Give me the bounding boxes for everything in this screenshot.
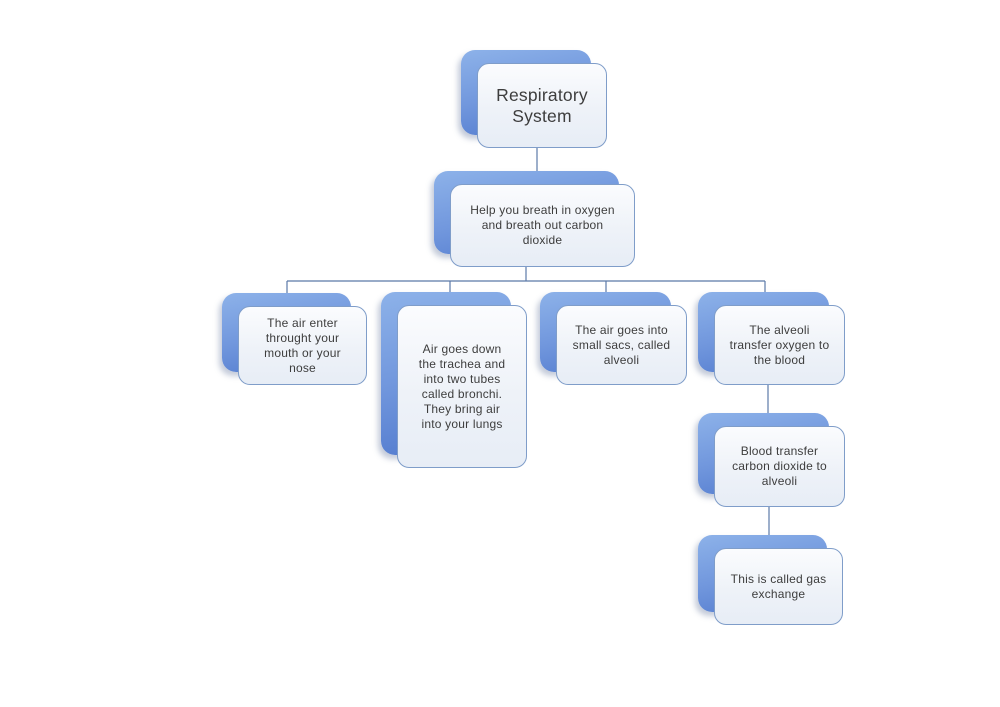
node-label: Blood transfer carbon dioxide to alveoli [732,444,827,488]
node-air-into-alveoli: The air goes into small sacs, called alv… [540,292,687,385]
node-label: The alveoli transfer oxygen to the blood [729,322,830,367]
node-label: Air goes down the trachea and into two t… [418,341,506,431]
node-card: The air enter throught your mouth or you… [238,306,367,385]
node-label: Help you breath in oxygen and breath out… [470,203,615,247]
node-respiratory-system: Respiratory System [461,50,607,148]
node-gas-exchange: This is called gas exchange [698,535,843,625]
node-label: This is called gas exchange [730,571,827,601]
node-card: Respiratory System [477,63,607,148]
node-label: The air enter throught your mouth or you… [264,315,341,375]
node-blood-transfer-co2: Blood transfer carbon dioxide to alveoli [698,413,845,507]
node-card: This is called gas exchange [714,548,843,625]
node-card: The air goes into small sacs, called alv… [556,305,687,385]
node-label: Respiratory System [496,84,588,126]
node-card: Help you breath in oxygen and breath out… [450,184,635,267]
node-air-enters-mouth-nose: The air enter throught your mouth or you… [222,293,367,385]
node-card: The alveoli transfer oxygen to the blood [714,305,845,385]
node-label: The air goes into small sacs, called alv… [572,322,671,367]
node-alveoli-transfer-oxygen: The alveoli transfer oxygen to the blood [698,292,845,385]
node-function: Help you breath in oxygen and breath out… [434,171,635,267]
node-trachea-bronchi: Air goes down the trachea and into two t… [381,292,527,468]
node-card: Air goes down the trachea and into two t… [397,305,527,468]
node-card: Blood transfer carbon dioxide to alveoli [714,426,845,507]
